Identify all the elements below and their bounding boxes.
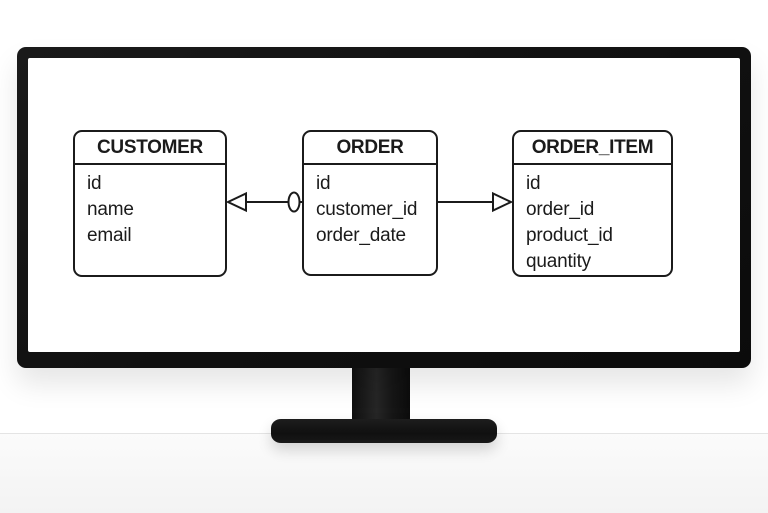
field-row: product_id [526, 225, 613, 246]
entity-order-item-title: ORDER_ITEM [514, 132, 671, 165]
entity-order-title: ORDER [304, 132, 436, 165]
entity-order-item: ORDER_ITEM id order_id product_id quanti… [512, 130, 673, 277]
er-diagram: CUSTOMER id name email ORDER id customer… [28, 58, 740, 352]
field-row: id [316, 173, 331, 194]
field-row: order_date [316, 225, 406, 246]
entity-order-item-fields: id order_id product_id quantity [514, 165, 671, 275]
relationship-order-customer [225, 191, 302, 213]
entity-order-fields: id customer_id order_date [304, 165, 436, 249]
field-row: quantity [526, 251, 591, 272]
entity-customer-fields: id name email [75, 165, 225, 249]
field-row: email [87, 225, 132, 246]
field-row: name [87, 199, 134, 220]
entity-customer-title: CUSTOMER [75, 132, 225, 165]
field-row: id [526, 173, 541, 194]
open-arrowhead-icon [492, 191, 514, 213]
field-row: order_id [526, 199, 595, 220]
field-row: customer_id [316, 199, 418, 220]
relationship-order-orderitem [438, 191, 514, 213]
monitor-stand-base [271, 419, 497, 443]
open-arrowhead-icon [225, 191, 247, 213]
relationship-connectors [225, 191, 514, 213]
entity-customer: CUSTOMER id name email [73, 130, 227, 277]
monitor: CUSTOMER id name email ORDER id customer… [17, 47, 751, 368]
monitor-screen: CUSTOMER id name email ORDER id customer… [28, 58, 740, 352]
field-row: id [87, 173, 102, 194]
floor [0, 433, 768, 513]
ring-cardinality-icon [287, 191, 301, 213]
monitor-stand-neck [352, 358, 410, 424]
entity-order: ORDER id customer_id order_date [302, 130, 438, 276]
